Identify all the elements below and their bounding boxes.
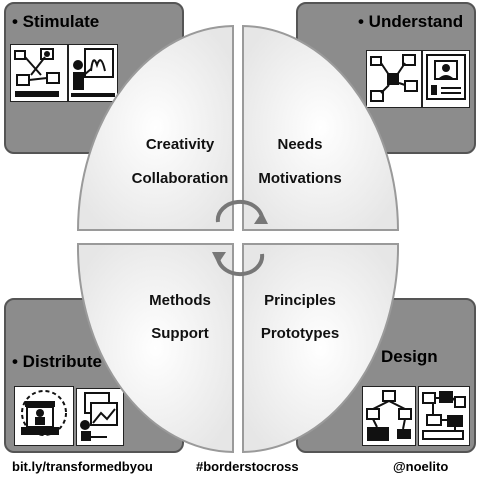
profile-card-icon — [422, 50, 470, 108]
quadrant-bottom-right-label-1: Principles — [264, 292, 336, 309]
design-title: Design — [381, 347, 438, 366]
quadrant-top-left — [76, 24, 234, 231]
kiosk-icon — [14, 386, 74, 446]
quadrant-top-left-label-2: Collaboration — [131, 170, 229, 187]
mind-map-icon — [366, 50, 422, 108]
network-diagram-icon — [10, 44, 68, 102]
quadrant-bottom-right-label-2: Prototypes — [260, 325, 340, 342]
flowchart-icon — [362, 386, 416, 446]
presentation-icon — [68, 44, 118, 102]
quadrant-top-right — [242, 24, 400, 231]
quadrant-bottom-left-label-1: Methods — [149, 292, 211, 309]
quadrant-bottom-right — [242, 243, 400, 454]
footer-handle: @noelito — [393, 459, 449, 474]
cycle-arrows-icon — [212, 199, 268, 277]
quadrant-top-left-label-1: Creativity — [145, 136, 215, 153]
workflow-icon — [418, 386, 470, 446]
stimulate-title: • Stimulate — [12, 12, 100, 31]
photo-stack-icon — [76, 388, 124, 446]
footer-hashtag: #borderstocross — [196, 459, 299, 474]
quadrant-top-right-label-1: Needs — [277, 136, 323, 153]
quadrant-top-right-label-2: Motivations — [258, 170, 342, 187]
quadrant-bottom-left-label-2: Support — [151, 325, 209, 342]
footer-link[interactable]: bit.ly/transformedbyou — [12, 459, 153, 474]
distribute-title: • Distribute — [12, 352, 103, 371]
quadrant-bottom-left — [76, 243, 234, 454]
understand-title: • Understand — [358, 12, 464, 31]
